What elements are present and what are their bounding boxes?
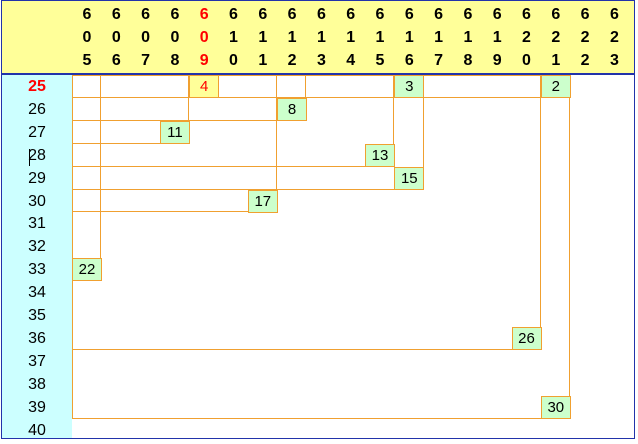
row-header-28: 28 [28,146,46,164]
row-header-25: 25 [28,78,46,95]
entry-cell-612-26[interactable]: 8 [277,97,308,121]
row-header-31: 31 [28,215,46,233]
entry-cell-621-25[interactable]: 2 [540,75,571,98]
row-header-38: 38 [28,375,46,393]
row-header-35: 35 [28,307,46,324]
row-header-39: 39 [28,398,46,416]
entry-cell-615-28[interactable]: 13 [365,143,395,167]
entry-cell-605-33[interactable]: 22 [72,258,102,282]
header-divider [2,73,634,75]
row-header-34: 34 [28,284,46,302]
row-header-36: 36 [28,329,46,347]
row-header-27: 27 [28,123,46,141]
column-header-band [2,1,634,74]
connector-621-39 [72,75,571,419]
row-header-37: 37 [28,352,46,370]
entry-cell-621-39[interactable]: 30 [540,395,571,419]
entry-cell-608-27[interactable]: 11 [159,120,190,144]
entry-cell-616-25[interactable]: 3 [394,75,425,98]
entry-cell-616-29[interactable]: 15 [394,166,425,190]
row-header-32: 32 [28,238,46,256]
row-header-26: 26 [28,100,46,118]
row-header-30: 30 [28,192,46,210]
row-header-band [2,74,72,438]
row-header-29: 29 [28,169,46,187]
entry-cell-609-25[interactable]: 4 [189,75,220,98]
entry-cell-620-36[interactable]: 26 [511,326,542,350]
entry-cell-611-30[interactable]: 17 [247,189,278,213]
text-cursor [29,149,30,166]
row-header-33: 33 [28,261,46,279]
row-header-40: 40 [28,421,46,439]
